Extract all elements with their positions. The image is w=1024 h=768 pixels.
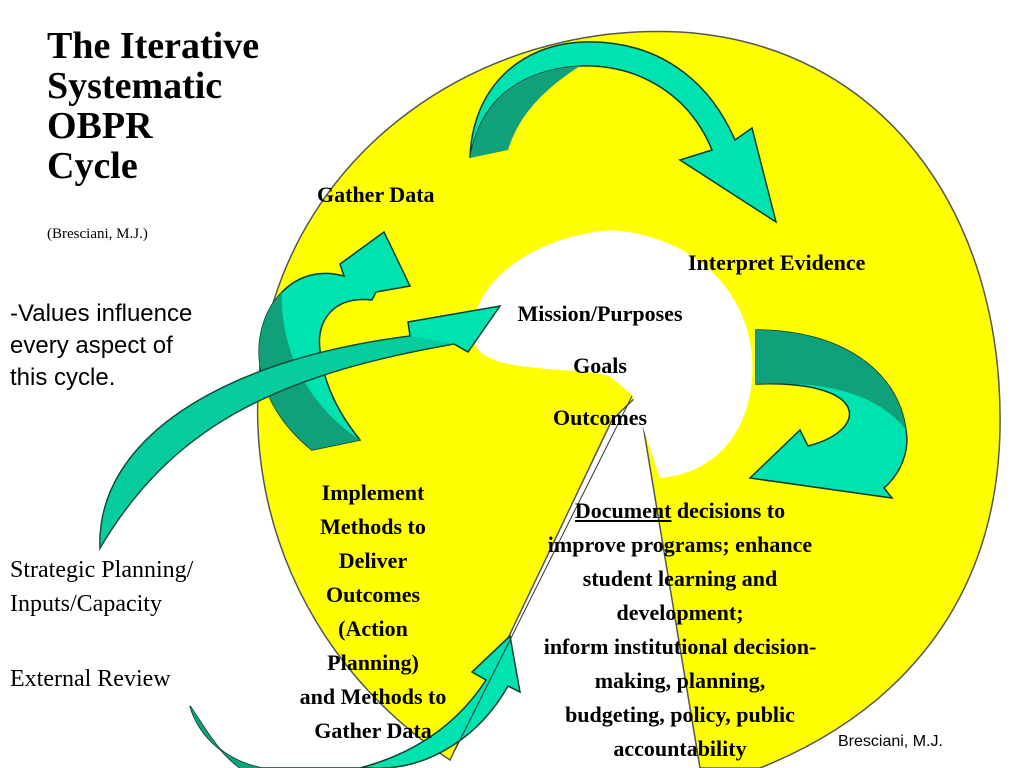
implement-line-4: Outcomes — [325, 582, 421, 607]
footer-credit: Bresciani, M.J. — [838, 733, 943, 750]
document-decisions-label: Document decisions to improve programs; … — [490, 494, 870, 766]
title-credit: (Bresciani, M.J.) — [47, 226, 148, 242]
document-line-5: inform institutional decision- — [543, 634, 817, 659]
implement-line-5: (Action — [338, 616, 408, 641]
document-line-7: budgeting, policy, public — [565, 702, 795, 727]
document-line-6: making, planning, — [594, 668, 766, 693]
values-note: -Values influence every aspect of this c… — [10, 298, 250, 394]
goals-label: Goals — [573, 353, 627, 378]
document-line-8: accountability — [613, 736, 747, 761]
implement-line-2: Methods to — [320, 514, 426, 539]
implement-line-7: and Methods to — [299, 684, 447, 709]
outcomes-label: Outcomes — [552, 405, 648, 430]
arrow-right-shade — [756, 330, 906, 430]
implement-line-6: Planning) — [327, 650, 419, 675]
arrow-strategic-shade — [99, 336, 455, 548]
arrow-top-shade — [470, 66, 580, 158]
document-word: Document — [574, 498, 672, 523]
implement-line-3: Deliver — [338, 548, 408, 573]
document-line-1: Document decisions to — [490, 494, 870, 528]
core-center-labels: Mission/Purposes Goals Outcomes — [480, 288, 720, 444]
gather-data-label: Gather Data — [317, 182, 435, 207]
implement-line-1: Implement — [321, 480, 425, 505]
external-review-label: External Review — [10, 666, 171, 692]
arrow-strategic — [99, 304, 502, 551]
title-line-1: The Iterative — [47, 25, 260, 67]
arrow-left-shade — [259, 292, 360, 450]
title-line-4: Cycle — [47, 145, 138, 187]
page-title: The Iterative Systematic OBPR Cycle — [47, 26, 307, 186]
strategic-line-1: Strategic Planning/ — [10, 557, 194, 583]
document-line-2: improve programs; enhance — [547, 532, 813, 557]
values-note-line-2: every aspect of — [10, 332, 173, 359]
interpret-evidence-label: Interpret Evidence — [688, 250, 866, 275]
title-line-2: Systematic — [47, 65, 223, 107]
implement-line-8: Gather Data — [314, 718, 432, 743]
values-note-line-3: this cycle. — [10, 364, 116, 391]
title-line-3: OBPR — [47, 105, 153, 147]
strategic-planning-label: Strategic Planning/ Inputs/Capacity — [10, 553, 193, 621]
values-note-line-1: -Values influence — [10, 300, 193, 327]
arrow-external-shade — [190, 706, 262, 768]
outcomes-tail-line — [454, 395, 633, 751]
document-line-4: development; — [616, 600, 744, 625]
document-line-3: student learning and — [582, 566, 778, 591]
implement-methods-label: Implement Methods to Deliver Outcomes (A… — [258, 476, 488, 748]
strategic-line-2: Inputs/Capacity — [10, 591, 162, 617]
document-rest: decisions to — [671, 498, 786, 523]
mission-purposes-label: Mission/Purposes — [517, 301, 683, 326]
cycle-ring — [256, 30, 1001, 768]
